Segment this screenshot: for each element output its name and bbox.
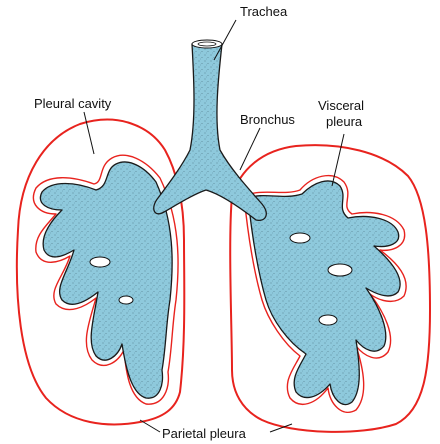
visceral-pleura-label-2: pleura (326, 114, 363, 129)
bronchus-leader (239, 127, 261, 171)
left-sinus-2 (118, 295, 134, 305)
bronchus-label: Bronchus (240, 112, 295, 127)
right-lung-stipple (248, 180, 401, 405)
parietal-pleura-label: Parietal pleura (162, 426, 247, 441)
right-sinus-1 (289, 232, 311, 244)
trachea-stipple (153, 44, 267, 221)
visceral-pleura-label-1: Visceral (318, 98, 364, 113)
bronchial-tree (32, 39, 407, 413)
parietal-pleura-leader-right (269, 423, 293, 433)
left-lung-stipple (40, 162, 173, 399)
parietal-pleura-right (229, 144, 431, 433)
parietal-pleura-left (15, 118, 186, 426)
pleural-cavity-label: Pleural cavity (34, 96, 112, 111)
visceral-pleura-left (32, 154, 179, 405)
trachea-lumen (197, 41, 217, 47)
right-sinus-2 (327, 263, 353, 277)
visceral-pleura-leader (331, 133, 345, 187)
pleural-cavity-leader (83, 111, 95, 155)
visceral-pleura-right (243, 174, 407, 413)
parietal-pleura-leader-left (139, 419, 161, 433)
trachea-leader (213, 19, 237, 61)
trachea-label: Trachea (240, 4, 288, 19)
right-sinus-3 (318, 314, 338, 326)
left-sinus-1 (89, 256, 111, 268)
